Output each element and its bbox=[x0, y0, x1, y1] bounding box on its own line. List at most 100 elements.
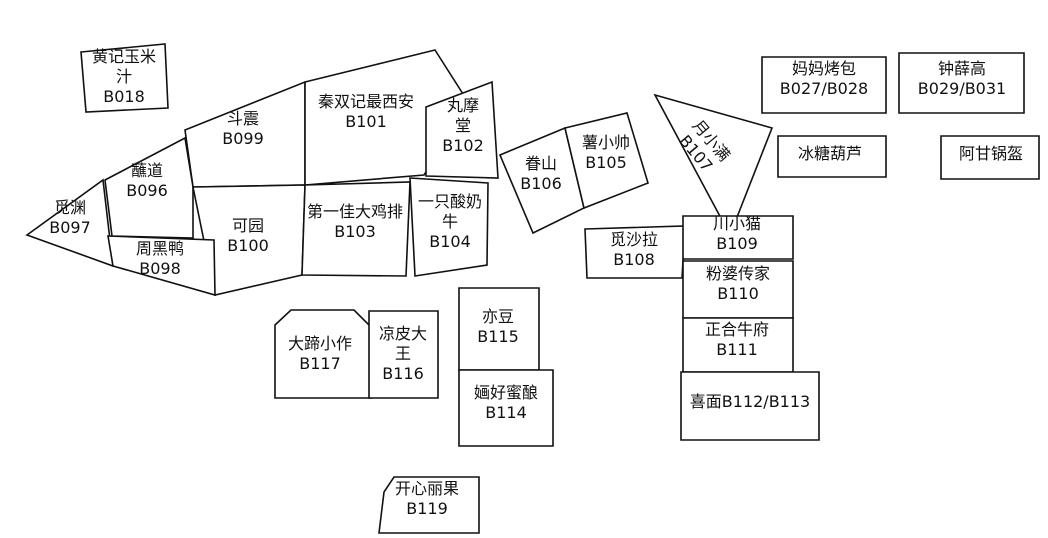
stall-b105-label-line: 薯小帅 bbox=[582, 133, 630, 152]
stall-b116-label-line: 凉皮大 bbox=[379, 324, 427, 343]
stall-b110-label-line: B110 bbox=[717, 284, 759, 303]
stall-bingtanghulu-label-line: 冰糖葫芦 bbox=[798, 144, 862, 163]
stall-b106-label-line: 眷山 bbox=[525, 154, 557, 173]
stall-b116-label-line: B116 bbox=[382, 364, 424, 383]
stall-b098-label-line: B098 bbox=[139, 259, 181, 278]
stall-aganguogai: 阿甘锅盔 bbox=[940, 135, 1040, 180]
stall-b029-b031-label-line: B029/B031 bbox=[918, 79, 1006, 98]
stall-b104-label-line: 一只酸奶 bbox=[418, 192, 482, 211]
stall-b108-label-line: 觅沙拉 bbox=[610, 230, 658, 249]
stall-b111-label-line: B111 bbox=[716, 340, 758, 359]
stall-b117-label-line: 大蹄小作 bbox=[288, 334, 352, 353]
stall-b114-label-line: B114 bbox=[485, 403, 527, 422]
stall-b119-label-line: 开心丽果 bbox=[395, 479, 459, 498]
stall-b119-outline bbox=[378, 476, 480, 534]
stall-b106-label-line: B106 bbox=[520, 174, 562, 193]
stall-b102-label-line: B102 bbox=[442, 136, 484, 155]
stall-b114-outline bbox=[458, 369, 554, 447]
stall-b102-label-line: 丸摩 bbox=[447, 96, 479, 115]
stall-b018-label-line: 黄记玉米 bbox=[92, 47, 156, 66]
stall-b097-label-line: B097 bbox=[49, 218, 91, 237]
stall-b105-outline bbox=[564, 112, 649, 210]
stall-b103-outline bbox=[301, 181, 411, 277]
stall-b105-label-line: B105 bbox=[585, 153, 627, 172]
stall-b115-label-line: B115 bbox=[477, 327, 519, 346]
stall-b100-label-line: 可园 bbox=[232, 216, 264, 235]
stall-b107: 月小满B107 bbox=[653, 93, 774, 237]
stall-b112-b113-outline bbox=[680, 371, 820, 441]
stall-b103-label-line: B103 bbox=[334, 222, 376, 241]
stall-b099-label-line: B099 bbox=[222, 129, 264, 148]
stall-b104-label-line: B104 bbox=[429, 232, 471, 251]
stall-b112-b113: 喜面B112/B113 bbox=[680, 371, 820, 441]
stall-bingtanghulu-label: 冰糖葫芦 bbox=[798, 144, 862, 163]
stall-b109-label-line: B109 bbox=[716, 234, 758, 253]
stall-b018-label-line: 汁 bbox=[116, 67, 132, 86]
stall-b102-outline bbox=[425, 80, 499, 179]
stall-b027-b028-label-line: 妈妈烤包 bbox=[792, 59, 856, 78]
stall-bingtanghulu: 冰糖葫芦 bbox=[777, 135, 887, 178]
stall-b101-label-line: B101 bbox=[345, 112, 387, 131]
stall-b097-outline bbox=[25, 178, 114, 268]
stall-b018-outline bbox=[80, 43, 169, 113]
stall-b119-label-line: B119 bbox=[406, 499, 448, 518]
stall-b029-b031-label-line: 钟薛高 bbox=[938, 59, 986, 78]
stall-b102-label-line: 堂 bbox=[455, 116, 471, 135]
stall-b096-label-line: 蘸道 bbox=[131, 161, 163, 180]
stall-b096-label-line: B096 bbox=[126, 181, 168, 200]
stall-b111-label-line: 正合牛府 bbox=[705, 320, 769, 339]
stall-b114-label-line: 婳好蜜酿 bbox=[474, 383, 538, 402]
stall-b117-label-line: B117 bbox=[299, 354, 341, 373]
stall-b027-b028-label-line: B027/B028 bbox=[780, 79, 868, 98]
stall-b109-outline bbox=[682, 215, 794, 260]
stall-b029-b031-outline bbox=[898, 52, 1025, 114]
stall-aganguogai-outline bbox=[940, 135, 1040, 180]
stall-b107-outline bbox=[653, 93, 774, 237]
stall-b116-label-line: 王 bbox=[395, 344, 411, 363]
stall-aganguogai-label-line: 阿甘锅盔 bbox=[959, 144, 1023, 163]
stall-b101-label-line: 秦双记最西安 bbox=[318, 92, 414, 111]
stall-b104-label-line: 牛 bbox=[442, 212, 458, 231]
stall-b116-outline bbox=[368, 310, 439, 399]
stall-b097-label-line: 觅渊 bbox=[54, 198, 86, 217]
stall-bingtanghulu-outline bbox=[777, 135, 887, 178]
stall-b098-label-line: 周黑鸭 bbox=[136, 239, 184, 258]
stall-b098-outline bbox=[107, 235, 216, 297]
